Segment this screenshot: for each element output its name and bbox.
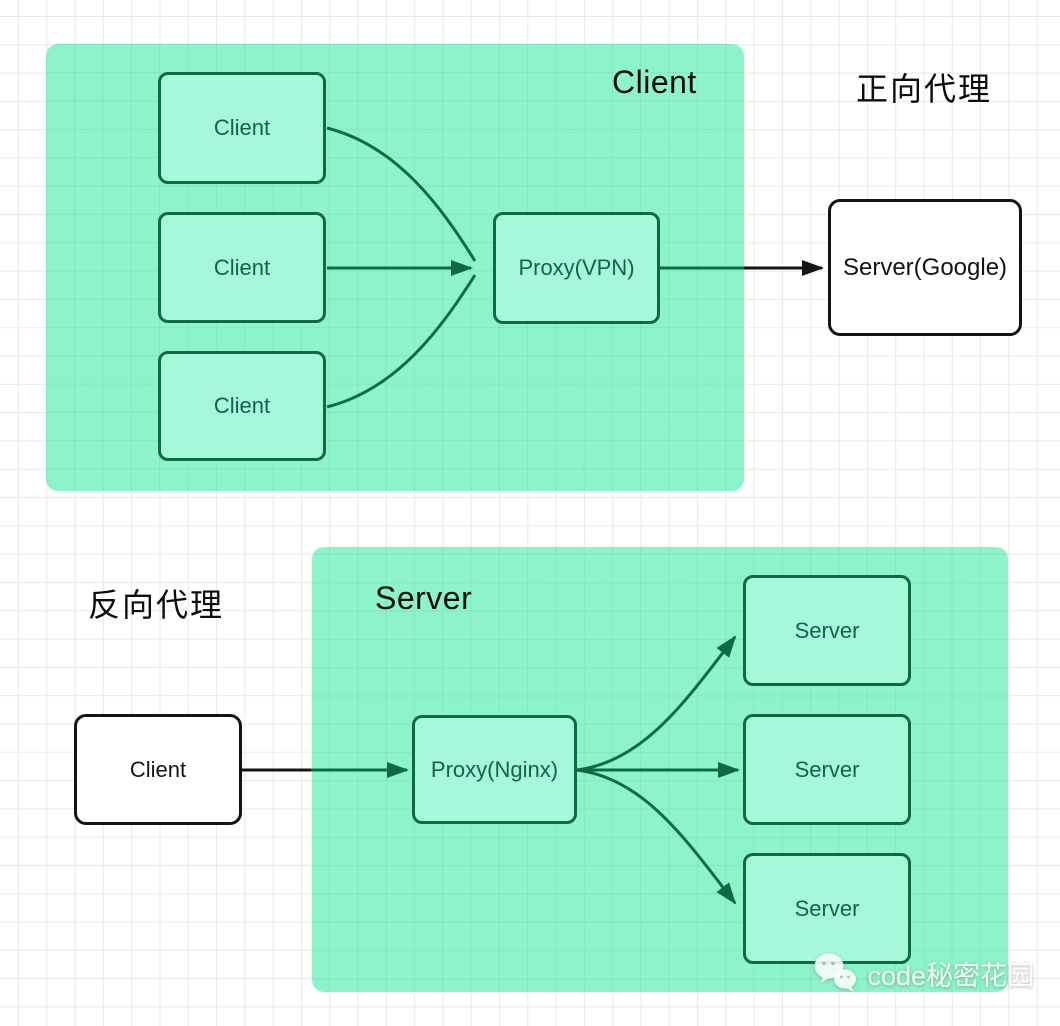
client-node-2-label: Client xyxy=(213,254,271,280)
client-node-1-label: Client xyxy=(213,115,271,140)
client-bottom-label: Client xyxy=(129,756,187,782)
client-node-3: Client xyxy=(158,351,326,461)
proxy-vpn-node: Proxy(VPN) xyxy=(493,212,660,324)
forward-proxy-section-label: 正向代理 xyxy=(856,71,993,107)
client-bottom-node: Client xyxy=(74,714,242,825)
server-node-3-label: Server xyxy=(794,895,860,921)
client-node-1: Client xyxy=(158,72,326,184)
server-google-node: Server(Google) xyxy=(828,199,1022,336)
proxy-nginx-node: Proxy(Nginx) xyxy=(412,715,577,824)
server-node-1-label: Server xyxy=(794,617,860,643)
watermark-text: code秘密花园 xyxy=(867,960,1034,991)
reverse-group-title: Server xyxy=(375,580,473,616)
wechat-icon xyxy=(814,953,857,992)
server-google-label: Server(Google) xyxy=(842,253,1008,281)
forward-group-title: Client xyxy=(612,64,697,100)
watermark: code秘密花园 xyxy=(813,952,1034,994)
reverse-proxy-section-label: 反向代理 xyxy=(88,587,225,623)
server-node-2-label: Server xyxy=(794,756,860,782)
proxy-vpn-label: Proxy(VPN) xyxy=(518,255,635,280)
proxy-nginx-label: Proxy(Nginx) xyxy=(430,756,559,782)
client-node-3-label: Client xyxy=(213,393,271,418)
server-node-2: Server xyxy=(743,714,911,825)
client-node-2: Client xyxy=(158,212,326,323)
server-node-1: Server xyxy=(743,575,911,686)
server-node-3: Server xyxy=(743,853,911,964)
